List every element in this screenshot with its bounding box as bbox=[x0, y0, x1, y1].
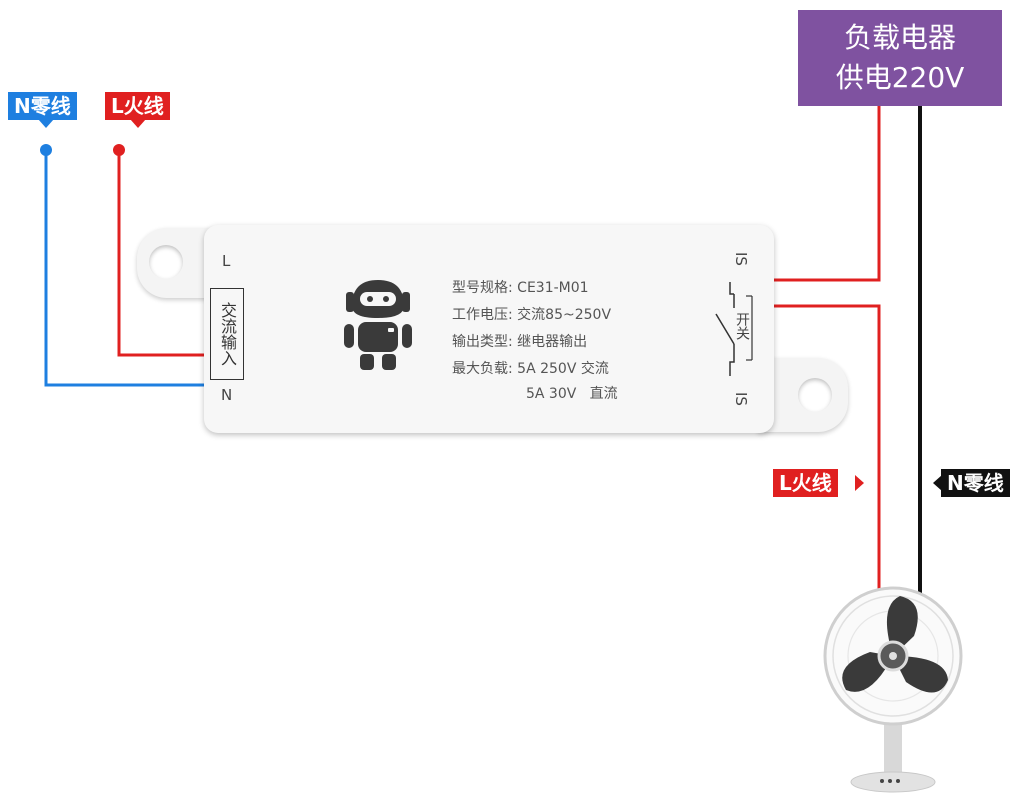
neutral-label-pointer bbox=[38, 119, 54, 128]
switch-label: 开关 bbox=[734, 312, 750, 340]
output-top-label: IS bbox=[732, 252, 750, 266]
live-label-pointer bbox=[130, 119, 146, 128]
mounting-hole-right bbox=[798, 378, 832, 412]
neutral-input-wire bbox=[44, 150, 206, 387]
supply-line2: 供电220V bbox=[835, 61, 965, 94]
output-bottom-label: IS bbox=[732, 392, 750, 406]
relay-module bbox=[204, 225, 774, 433]
neutral-label-right-pointer bbox=[933, 475, 942, 491]
electric-fan-icon bbox=[823, 586, 963, 793]
live-input-wire bbox=[117, 150, 206, 357]
neutral-label-right: N零线 bbox=[941, 469, 1010, 497]
neutral-input-terminal bbox=[40, 144, 52, 156]
terminal-l-label: L bbox=[222, 252, 231, 270]
live-label-right: L火线 bbox=[773, 469, 838, 497]
supply-live-wire bbox=[772, 106, 881, 282]
robot-logo-icon bbox=[344, 280, 412, 370]
load-live-wire bbox=[772, 304, 881, 595]
supply-line1: 负载电器 bbox=[843, 21, 956, 54]
live-label-right-pointer bbox=[855, 475, 864, 491]
load-supply-box: 负载电器 供电220V bbox=[798, 10, 1002, 106]
live-label-left: L火线 bbox=[105, 92, 170, 120]
spec-output-type: 输出类型: 继电器输出 bbox=[452, 334, 588, 350]
ac-input-label: 交流输入 bbox=[218, 302, 237, 366]
spec-max-load: 最大负载: 5A 250V 交流 bbox=[452, 361, 609, 377]
spec-max-load-dc: 5A 30V 直流 bbox=[526, 386, 618, 402]
neutral-label-left: N零线 bbox=[8, 92, 77, 120]
relay-switch-symbol bbox=[715, 282, 753, 376]
terminal-n-label: N bbox=[221, 386, 233, 404]
ac-input-label-box: 交流输入 bbox=[210, 288, 244, 380]
spec-voltage: 工作电压: 交流85~250V bbox=[452, 307, 612, 323]
spec-model: 型号规格: CE31-M01 bbox=[452, 280, 589, 296]
live-input-terminal bbox=[113, 144, 125, 156]
mounting-hole-left bbox=[149, 245, 183, 279]
